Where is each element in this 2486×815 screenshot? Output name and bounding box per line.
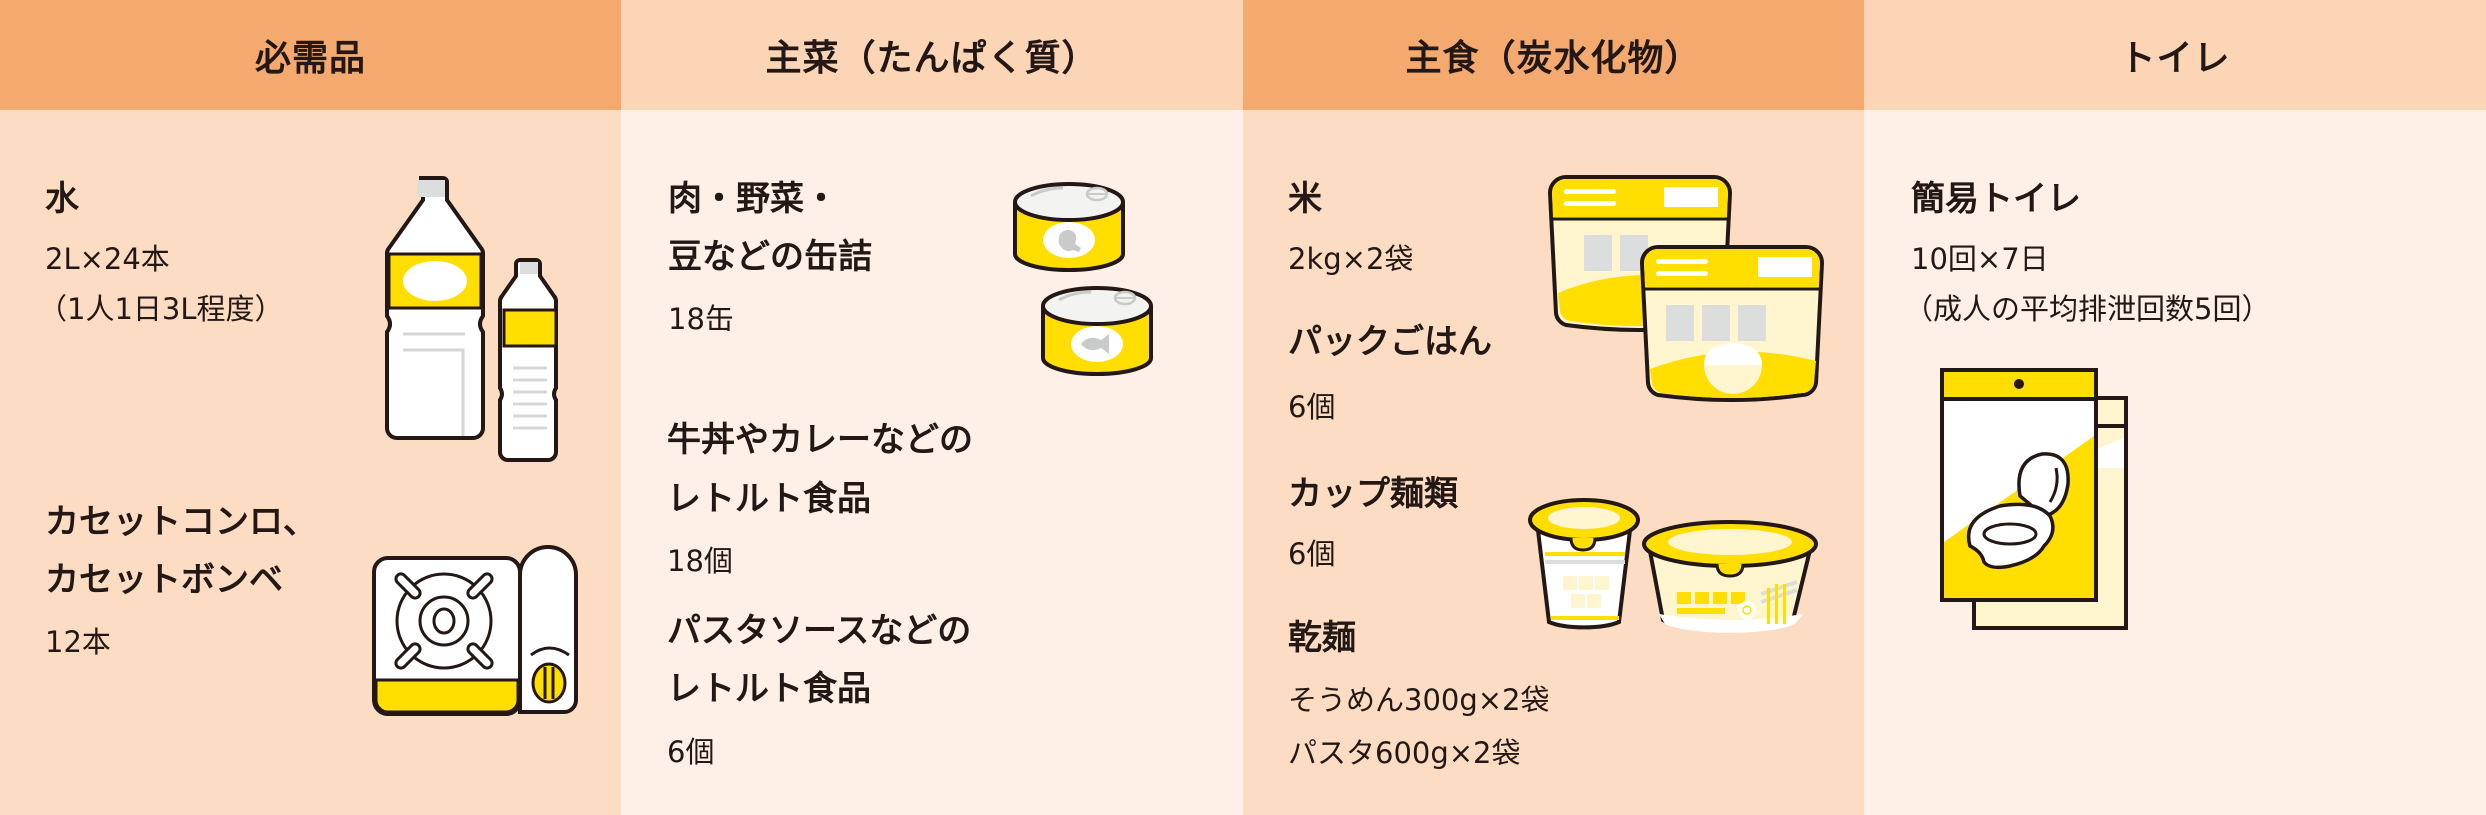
item-quantity: 12本 <box>45 625 111 659</box>
item-name-line: パスタソースなどの <box>667 611 972 651</box>
column-essentials: 必需品 水 2L×24本 （1人1日3L程度） カセットコンロ、 カセットボンベ… <box>0 0 621 815</box>
item-name-line: 豆などの缶詰 <box>668 237 872 277</box>
item-name-line: カセットボンベ <box>45 560 283 600</box>
item-name: 簡易トイレ <box>1911 179 2081 219</box>
item-name-line: レトルト食品 <box>667 479 871 519</box>
column-staple-food: 主食（炭水化物） 米 2kg×2袋 パックごはん 6個 カップ麺類 <box>1243 0 1864 815</box>
water-bottles-icon <box>384 176 559 462</box>
item-name: 米 <box>1288 179 1322 219</box>
column-main-dish: 主菜（たんぱく質） 肉・野菜・ 豆などの缶詰 18缶 牛丼やカレーなどの レトル… <box>621 0 1243 815</box>
item-quantity: 18缶 <box>668 302 734 336</box>
item-note: （1人1日3L程度） <box>38 292 284 326</box>
item-name-line: カセットコンロ、 <box>45 502 317 542</box>
column-body <box>621 110 1243 815</box>
column-title: 必需品 <box>254 38 366 79</box>
canned-food-icon <box>1013 182 1153 376</box>
column-header-staple-food: 主食（炭水化物） <box>1243 0 1864 110</box>
item-name-line: 肉・野菜・ <box>668 179 838 219</box>
item-quantity: 2kg×2袋 <box>1288 242 1414 276</box>
column-header-toilet: トイレ <box>1864 0 2486 110</box>
cup-noodles-icon <box>1528 498 1818 633</box>
item-quantity: 2L×24本 <box>45 242 170 276</box>
item-name-line: レトルト食品 <box>667 669 871 709</box>
item-note: （成人の平均排泄回数5回） <box>1904 292 2271 326</box>
item-name: 乾麺 <box>1288 618 1356 658</box>
column-header-essentials: 必需品 <box>0 0 621 110</box>
cassette-stove-icon <box>372 545 578 716</box>
rice-pouch-icon <box>1547 175 1825 402</box>
column-title: 主菜（たんぱく質） <box>765 38 1099 79</box>
item-quantity-line: そうめん300g×2袋 <box>1288 683 1550 717</box>
column-title: トイレ <box>2119 38 2231 79</box>
item-quantity: 6個 <box>1288 390 1336 424</box>
item-quantity-line: パスタ600g×2袋 <box>1288 736 1521 770</box>
column-title: 主食（炭水化物） <box>1405 38 1702 79</box>
item-quantity: 18個 <box>667 544 733 578</box>
column-header-main-dish: 主菜（たんぱく質） <box>621 0 1243 110</box>
item-name: カップ麺類 <box>1288 474 1458 514</box>
portable-toilet-icon <box>1940 368 2128 630</box>
item-quantity: 6個 <box>1288 537 1336 571</box>
item-name: 水 <box>45 179 79 219</box>
item-name: パックごはん <box>1288 322 1492 362</box>
item-quantity: 10回×7日 <box>1911 242 2049 276</box>
item-quantity: 6個 <box>667 735 715 769</box>
item-name-line: 牛丼やカレーなどの <box>667 420 973 460</box>
column-toilet: トイレ 簡易トイレ 10回×7日 （成人の平均排泄回数5回） <box>1864 0 2486 815</box>
